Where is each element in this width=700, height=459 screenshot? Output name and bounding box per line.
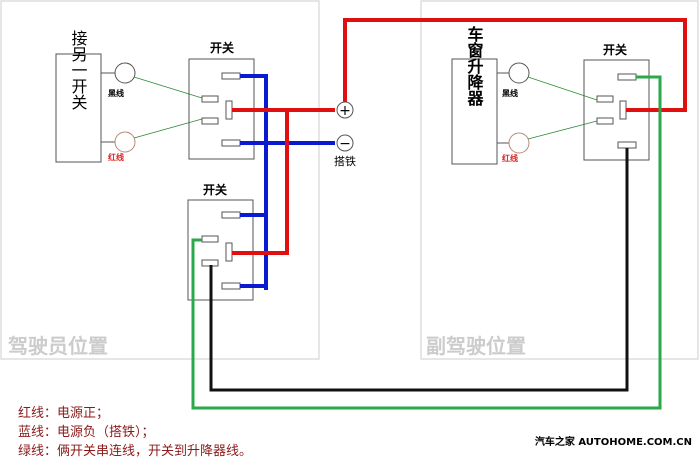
legend-blue: 蓝线：电源负（搭铁）； (18, 425, 155, 440)
ground-terminal (336, 134, 354, 152)
red-wire-label: 红线 (502, 153, 518, 163)
svg-text:开关: 开关 (203, 182, 227, 197)
minus-symbol: − (339, 136, 351, 152)
watermark: 汽车之家 AUTOHOME.COM.CN (534, 437, 692, 448)
driver-panel-label: 驾驶员位置 (8, 334, 108, 358)
svg-text:开关: 开关 (210, 40, 234, 55)
black-wire-terminal (114, 62, 136, 84)
other-switch-box (55, 53, 102, 163)
plus-symbol: + (339, 103, 351, 119)
red-wire-label: 红线 (108, 152, 124, 162)
passenger-panel-label: 副驾驶位置 (426, 334, 526, 358)
black-wire-label: 黑线 (108, 88, 124, 98)
other-switch-label: 接另一开关 (69, 30, 88, 110)
black-wire-label: 黑线 (502, 88, 518, 98)
positive-terminal (336, 101, 354, 119)
legend-red: 红线：电源正； (18, 406, 110, 421)
window-motor-label: 车窗升降器 (465, 25, 485, 107)
black-wire (209, 148, 629, 392)
green-wire (191, 75, 662, 410)
svg-text:开关: 开关 (603, 42, 627, 57)
window-motor-box (451, 58, 498, 165)
red-wire (232, 18, 687, 255)
passenger-switch: 开关 (583, 42, 650, 161)
ground-label: 搭铁 (334, 155, 356, 168)
driver-panel (0, 0, 320, 360)
passenger-panel (420, 0, 699, 360)
red-wire-terminal (114, 131, 136, 153)
